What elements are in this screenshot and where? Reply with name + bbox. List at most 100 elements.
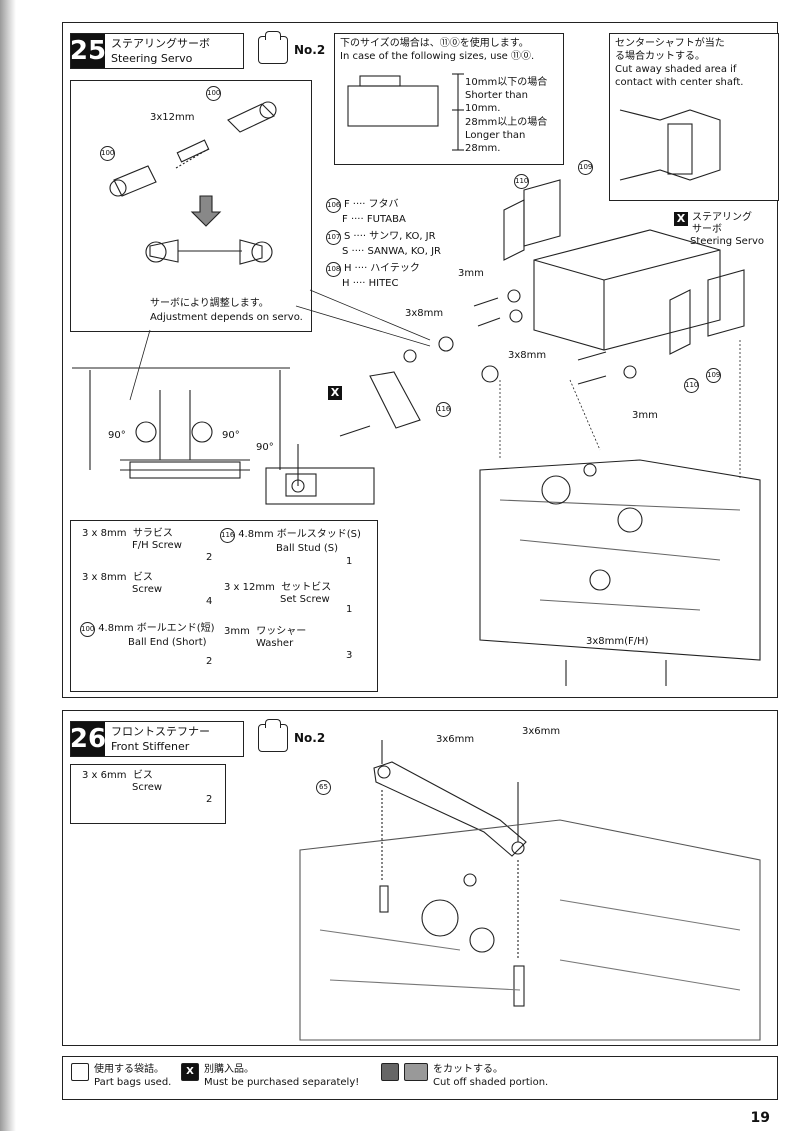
- servo-sketch-top: [359, 75, 401, 87]
- servo-sketch-90: [265, 467, 375, 505]
- servo-label-ja2: サーボ: [692, 224, 722, 235]
- servo-label-en: Steering Servo: [690, 236, 764, 247]
- servo-mount-110b: [669, 289, 691, 355]
- step26-title-ja: フロントステフナー: [111, 725, 210, 738]
- part26-screw-ja: ビス: [132, 770, 153, 781]
- brand-code-f2: F: [342, 214, 348, 225]
- brand-code-f: F: [344, 199, 350, 210]
- size-note: 下のサイズの場合は、⑪⓪を使用します。 In case of the follo…: [334, 33, 564, 165]
- legend-purchase-en: Must be purchased separately!: [204, 1077, 360, 1088]
- brand-code-s: S: [344, 231, 351, 242]
- set-screw: [176, 139, 210, 163]
- adjust-inset: [70, 80, 312, 332]
- servo-mount-109a: [523, 179, 561, 247]
- size-long-en: Longer than 28mm.: [465, 130, 526, 154]
- legend-purchase: X 別購入品。 Must be purchased separately!: [181, 1063, 359, 1089]
- part-ball-stud-ja: ボールスタッド(S): [276, 529, 361, 540]
- brand-ja-s: サンワ, KO, JR: [369, 231, 436, 242]
- cut-note-ja2: る場合カットする。: [615, 51, 705, 62]
- brand-ja-f: フタバ: [368, 199, 399, 210]
- servo-mount-110a: [503, 199, 525, 261]
- part-fh-ja: サラビス: [132, 528, 173, 539]
- brand-num-107: 107: [326, 230, 341, 245]
- legend-footer: 使用する袋詰。 Part bags used. X 別購入品。 Must be …: [62, 1056, 778, 1100]
- front-stiffener: [373, 761, 527, 857]
- brand-en-f: FUTABA: [366, 214, 406, 225]
- part-ball-stud-en: Ball Stud (S): [276, 543, 339, 554]
- bag-legend-icon: [71, 1063, 89, 1081]
- legend-bags: 使用する袋詰。 Part bags used.: [71, 1063, 171, 1089]
- angle-right: 90°: [222, 430, 240, 441]
- screw-label-fh: 3x8mm(F/H): [586, 636, 649, 647]
- part26-screw-en: Screw: [132, 782, 163, 793]
- inset-screw-label: 3x12mm: [150, 112, 195, 123]
- brand-en-h: HITEC: [368, 278, 399, 289]
- angle-servo: 90°: [256, 442, 274, 453]
- brand-code-h2: H: [342, 278, 350, 289]
- cut-sketch: [619, 109, 721, 181]
- step26-bag: No.2: [258, 719, 325, 752]
- part-screw-size: 3 x 8mm: [82, 572, 127, 583]
- brand-code-s2: S: [342, 246, 349, 257]
- part-washer-ja: ワッシャー: [256, 626, 307, 637]
- cut-note-en2: contact with center shaft.: [615, 77, 744, 88]
- servo-mount-109b: [707, 269, 745, 337]
- legend-cut: をカットする。 Cut off shaded portion.: [381, 1063, 548, 1089]
- legend-cut-ja: をカットする。: [433, 1064, 503, 1075]
- part-fh-screw: 3 x 8mm サラビス F/H Screw: [82, 528, 182, 552]
- part-ball-stud-qty: 1: [346, 556, 353, 567]
- part-set-screw: 3 x 12mm セットビス Set Screw: [224, 582, 331, 606]
- part-ball-end-en: Ball End (Short): [128, 637, 207, 648]
- part-116: 116: [436, 402, 451, 417]
- brand-ja-h: ハイテック: [370, 263, 420, 274]
- step26-parts-list: [70, 764, 226, 824]
- purchase-x-icon: X: [674, 212, 688, 226]
- part-screw: 3 x 8mm ビス Screw: [82, 572, 162, 596]
- brand-num-106: 106: [326, 198, 341, 213]
- step26-screw-label-a: 3x6mm: [436, 734, 475, 745]
- cut-note: センターシャフトが当た る場合カットする。 Cut away shaded ar…: [609, 33, 779, 201]
- washer-label-a: 3mm: [458, 268, 484, 279]
- inset-part-100-b: 100: [100, 146, 115, 161]
- part26-screw-qty: 2: [206, 794, 213, 805]
- step26-header: 26 フロントステフナー Front Stiffener: [70, 721, 244, 757]
- chassis-sketch-left: [72, 367, 290, 471]
- brand-num-108: 108: [326, 262, 341, 277]
- part-ball-stud: 116 4.8mm ボールスタッド(S) Ball Stud (S): [220, 528, 361, 555]
- screws: [339, 297, 607, 437]
- size-short-ja: 10mm以下の場合: [465, 77, 548, 88]
- part-set-screw-qty: 1: [346, 604, 353, 615]
- part-110-a: 110: [514, 174, 529, 189]
- part-screw-ja: ビス: [132, 572, 153, 583]
- cut-note-en1: Cut away shaded area if: [615, 64, 737, 75]
- step25-parts-list: [70, 520, 378, 692]
- part-set-screw-en: Set Screw: [280, 594, 330, 605]
- part-fh-en: F/H Screw: [132, 540, 182, 551]
- steering-servo: [533, 229, 721, 351]
- part-washer: 3mm ワッシャー Washer: [224, 626, 306, 650]
- part-screw-en: Screw: [132, 584, 163, 595]
- inset-part-100-a: 100: [206, 86, 221, 101]
- screw-label-b: 3x8mm: [508, 350, 547, 361]
- part-109-b: 109: [706, 368, 721, 383]
- size-short-en: Shorter than 10mm.: [465, 90, 529, 114]
- step25-header: 25 ステアリングサーボ Steering Servo: [70, 33, 244, 69]
- legend-purchase-ja: 別購入品。: [204, 1064, 254, 1075]
- screw-label-a: 3x8mm: [405, 308, 444, 319]
- servo-label-ja1: ステアリング: [692, 212, 752, 223]
- step26-number: 26: [69, 722, 107, 756]
- part-set-screw-ja: セットビス: [281, 582, 332, 593]
- part-ball-end-qty: 2: [206, 656, 213, 667]
- binding-edge: [0, 0, 16, 1131]
- chassis-front: [479, 459, 761, 661]
- page-number: 19: [750, 1110, 770, 1126]
- step25-bag: No.2: [258, 31, 325, 64]
- inset-adjust-en: Adjustment depends on servo.: [150, 312, 303, 323]
- step25-number: 25: [69, 34, 107, 68]
- part-washer-qty: 3: [346, 650, 353, 661]
- part-set-screw-size: 3 x 12mm: [224, 582, 275, 593]
- part-fh-qty: 2: [206, 552, 213, 563]
- part-ball-end-size: 4.8mm: [98, 623, 134, 634]
